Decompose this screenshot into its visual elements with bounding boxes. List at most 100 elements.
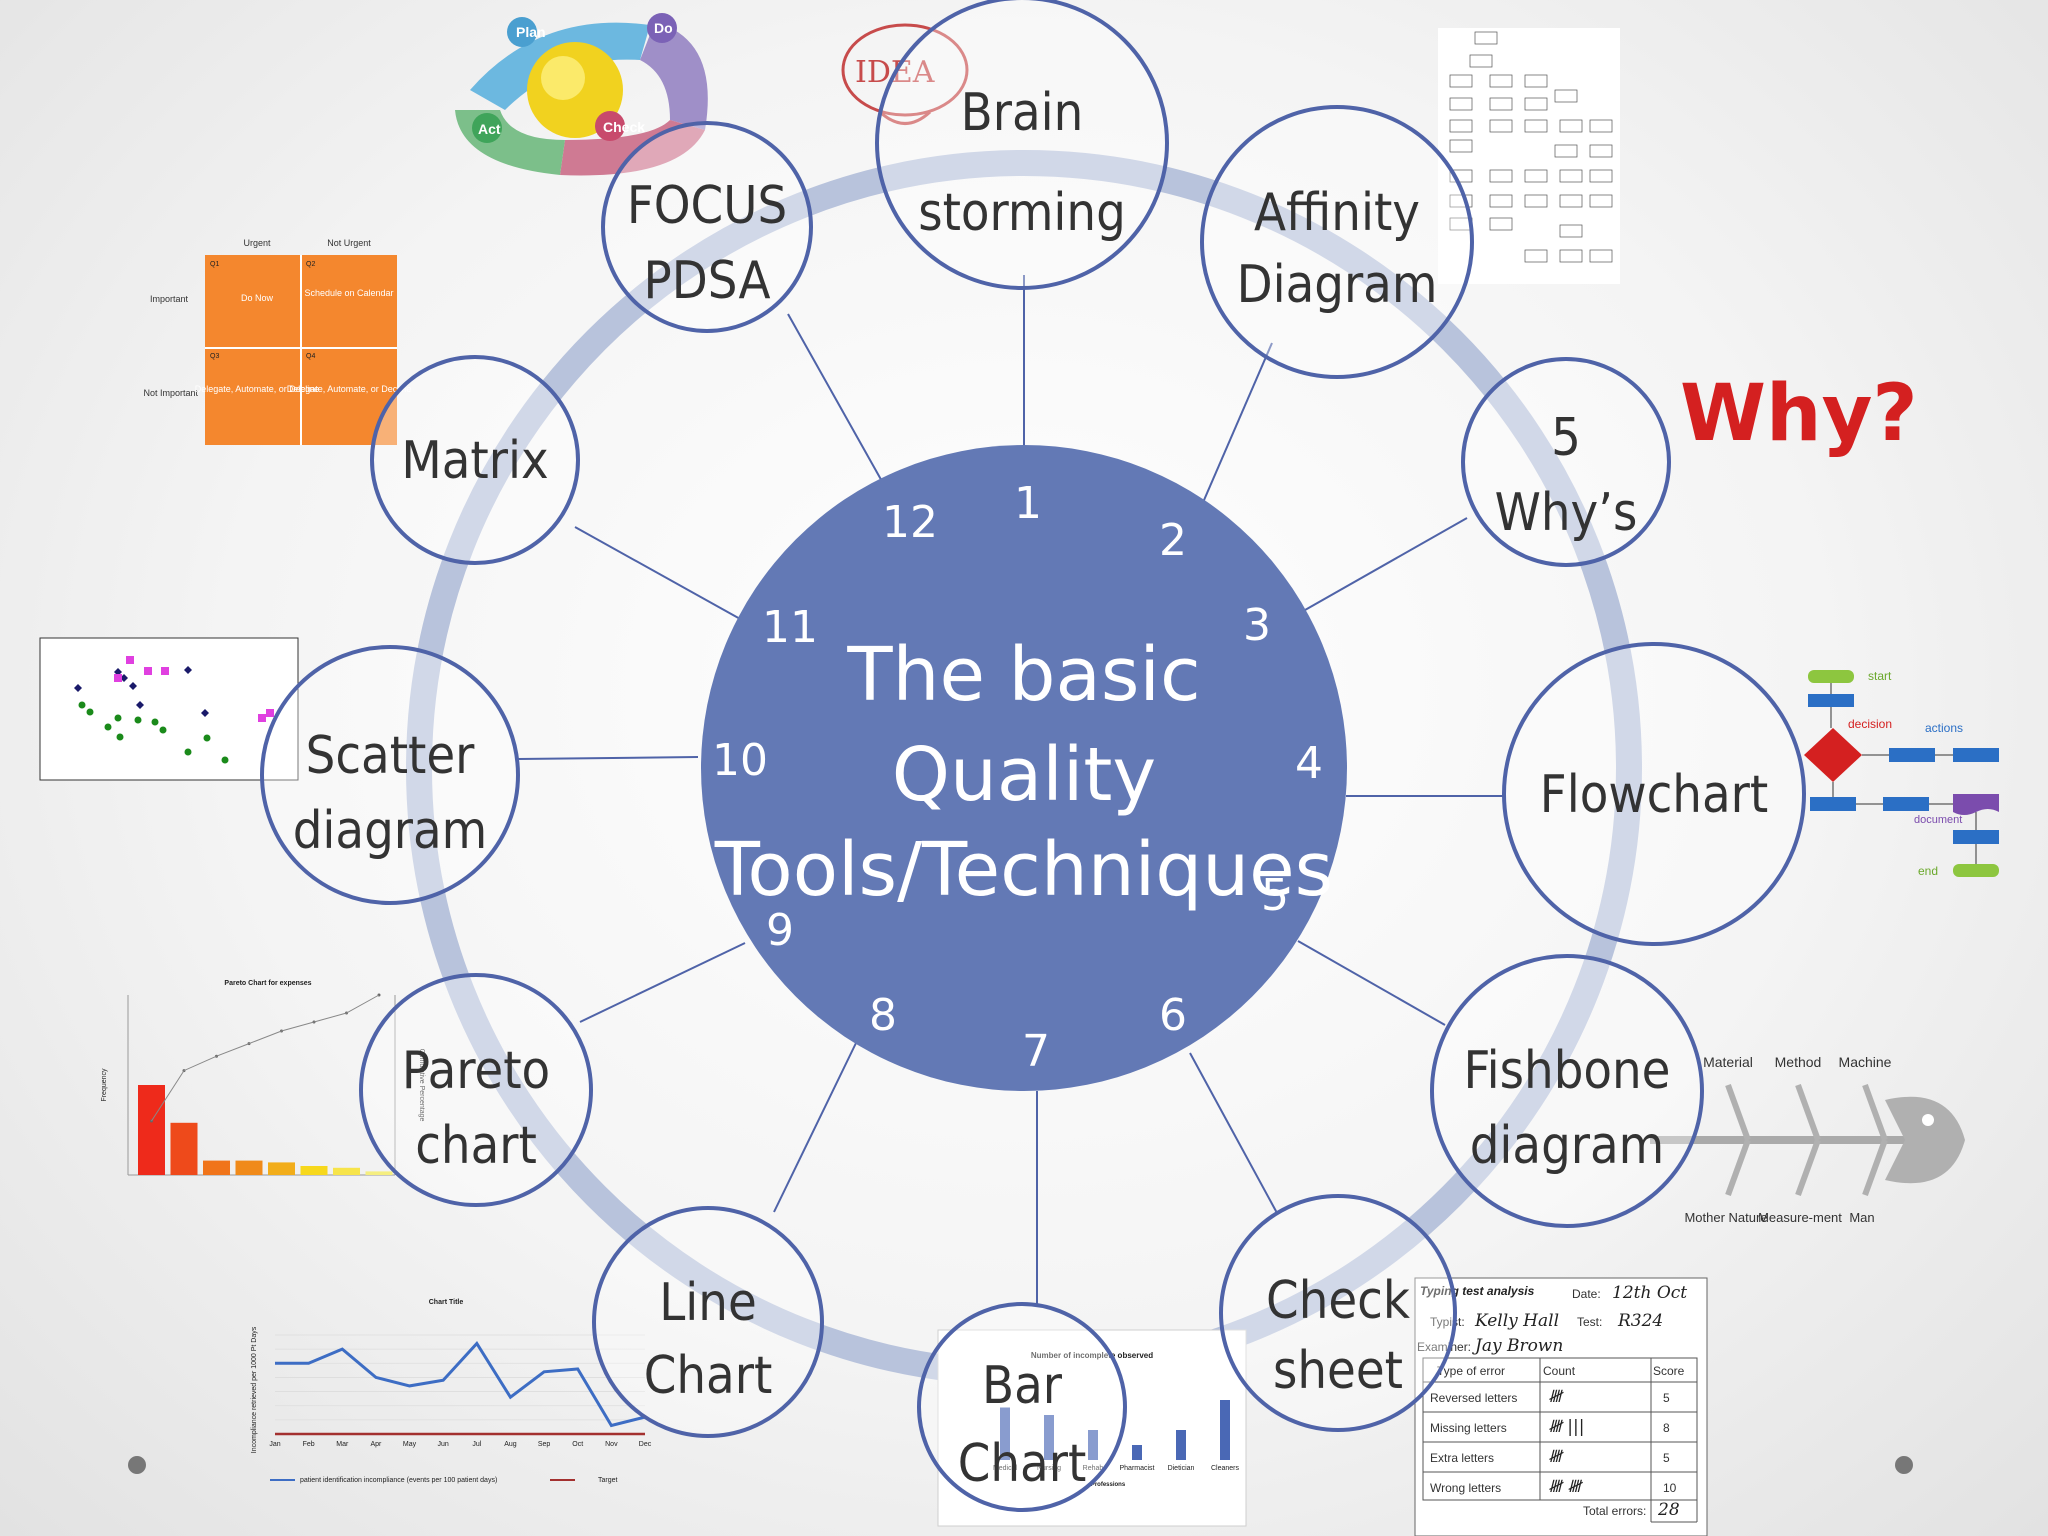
affinity-box xyxy=(1524,119,1548,133)
scatter-point xyxy=(126,656,134,664)
bar-thumb-xlabel: Professions xyxy=(1091,1482,1126,1488)
bar-thumb-bar xyxy=(1088,1430,1098,1460)
pdca-plan-label: Plan xyxy=(516,24,546,40)
line-thumb-xtick: Nov xyxy=(605,1441,618,1448)
node-circle-matrix xyxy=(370,355,580,565)
check-sheet-date-value: 12th Oct xyxy=(1612,1283,1687,1303)
node-label-line-chart-2: Chart xyxy=(644,1346,773,1406)
line-thumb-xtick: Oct xyxy=(572,1441,583,1448)
affinity-box xyxy=(1589,169,1613,183)
affinity-diagram-image xyxy=(1438,28,1620,284)
node-label-five-whys-2: Why’s xyxy=(1495,483,1638,543)
line-chart-image: Chart Title Incompliance retrieved per 1… xyxy=(251,1299,652,1484)
affinity-box xyxy=(1474,31,1498,45)
flowchart-actions-label: actions xyxy=(1925,721,1963,735)
fishbone-mother-nature-label: Mother Nature xyxy=(1684,1210,1767,1225)
node-label-five-whys-1: 5 xyxy=(1551,408,1581,468)
scatter-point xyxy=(116,733,124,741)
node-circle-check-sheet xyxy=(1219,1194,1457,1432)
spoke-check-sheet xyxy=(1189,1052,1278,1214)
center-circle xyxy=(701,445,1347,1091)
clock-number-7: 7 xyxy=(1022,1026,1050,1077)
spoke-fishbone-diagram xyxy=(1297,940,1446,1026)
check-sheet-examiner-value: Jay Brown xyxy=(1472,1336,1563,1356)
scatter-point xyxy=(203,734,211,742)
affinity-box xyxy=(1554,89,1578,103)
node-label-affinity-diagram-1: Affinity xyxy=(1254,183,1420,243)
node-circle-flowchart xyxy=(1502,642,1806,946)
scatter-point xyxy=(201,709,209,717)
line-thumb-xtick: Aug xyxy=(504,1441,517,1448)
bullet-dot-left xyxy=(128,1456,146,1474)
affinity-box xyxy=(1489,169,1513,183)
clock-number-1: 1 xyxy=(1014,478,1042,529)
matrix-q2-tag: Q2 xyxy=(306,261,315,268)
bar-thumb-bar xyxy=(1044,1415,1054,1460)
node-circle-affinity-diagram xyxy=(1200,105,1474,379)
clock-number-9: 9 xyxy=(766,905,794,956)
node-label-focus-pdsa-1: FOCUS xyxy=(627,176,787,236)
bar-thumb-bar xyxy=(1132,1445,1142,1460)
scatter-point xyxy=(86,708,94,716)
fishbone-machine-label: Machine xyxy=(1839,1054,1892,1070)
matrix-q3-tag: Q3 xyxy=(210,353,219,360)
line-thumb-series-1 xyxy=(275,1341,646,1428)
pareto-thumb-y2label: Cumulative Percentage xyxy=(418,1049,425,1122)
pareto-bar xyxy=(203,1160,230,1175)
affinity-box xyxy=(1559,249,1583,263)
scatter-point xyxy=(221,756,229,764)
line-thumb-xtick: Dec xyxy=(639,1441,652,1448)
node-label-pareto-chart-1: Pareto xyxy=(402,1041,550,1101)
pdca-cycle-image: Plan Do Check Act xyxy=(455,13,708,176)
bar-thumb-category: Dietician xyxy=(1168,1465,1195,1472)
affinity-box xyxy=(1489,194,1513,208)
line-thumb-xtick: Feb xyxy=(303,1441,315,1448)
affinity-box xyxy=(1589,119,1613,133)
check-sheet-row-count: 𝍸 xyxy=(1548,1447,1564,1467)
affinity-box xyxy=(1559,194,1583,208)
check-sheet-header-type: Type of error xyxy=(1437,1364,1505,1378)
scatter-point xyxy=(184,666,192,674)
spoke-pareto-chart xyxy=(579,942,746,1023)
affinity-box xyxy=(1524,169,1548,183)
line-thumb-xtick: Jan xyxy=(269,1441,280,1448)
affinity-box xyxy=(1589,249,1613,263)
node-label-fishbone-diagram-2: diagram xyxy=(1470,1116,1665,1176)
matrix-row-important: Important xyxy=(150,294,189,304)
fishbone-material-label: Material xyxy=(1703,1054,1753,1070)
node-label-brainstorming-1: Brain xyxy=(961,83,1084,143)
bar-thumb-category: Nursing xyxy=(1037,1465,1061,1472)
node-circle-five-whys xyxy=(1461,357,1671,567)
scatter-point xyxy=(266,709,274,717)
line-thumb-xtick: Jun xyxy=(438,1441,449,1448)
bar-chart-image: Number of incomplete observed Profession… xyxy=(937,1329,1247,1527)
clock-number-6: 6 xyxy=(1159,990,1187,1041)
center-title-line-3: Tools/Techniques xyxy=(714,827,1333,913)
affinity-box xyxy=(1489,74,1513,88)
scatter-point xyxy=(258,714,266,722)
node-label-check-sheet-2: sheet xyxy=(1273,1341,1403,1401)
matrix-col-not-urgent: Not Urgent xyxy=(327,238,371,248)
fishbone-man-label: Man xyxy=(1849,1210,1874,1225)
why-label: Why? xyxy=(1680,369,1918,459)
check-sheet-total-label: Total errors: xyxy=(1583,1504,1646,1518)
affinity-box xyxy=(1489,119,1513,133)
pareto-bar xyxy=(170,1122,198,1175)
node-label-affinity-diagram-2: Diagram xyxy=(1237,255,1438,315)
clock-number-8: 8 xyxy=(869,990,897,1041)
matrix-q4-tag: Q4 xyxy=(306,353,315,360)
affinity-box xyxy=(1449,139,1473,153)
node-matrix: Matrix xyxy=(370,355,580,565)
spoke-five-whys xyxy=(1297,517,1468,615)
line-thumb-ylabel: Incompliance retrieved per 1000 Pt Days xyxy=(251,1326,258,1453)
scatter-point xyxy=(151,718,159,726)
matrix-q2-title: Schedule on Calendar xyxy=(304,288,393,298)
bar-thumb-title: Number of incomplete observed xyxy=(1031,1351,1153,1360)
spoke-matrix xyxy=(574,526,743,621)
